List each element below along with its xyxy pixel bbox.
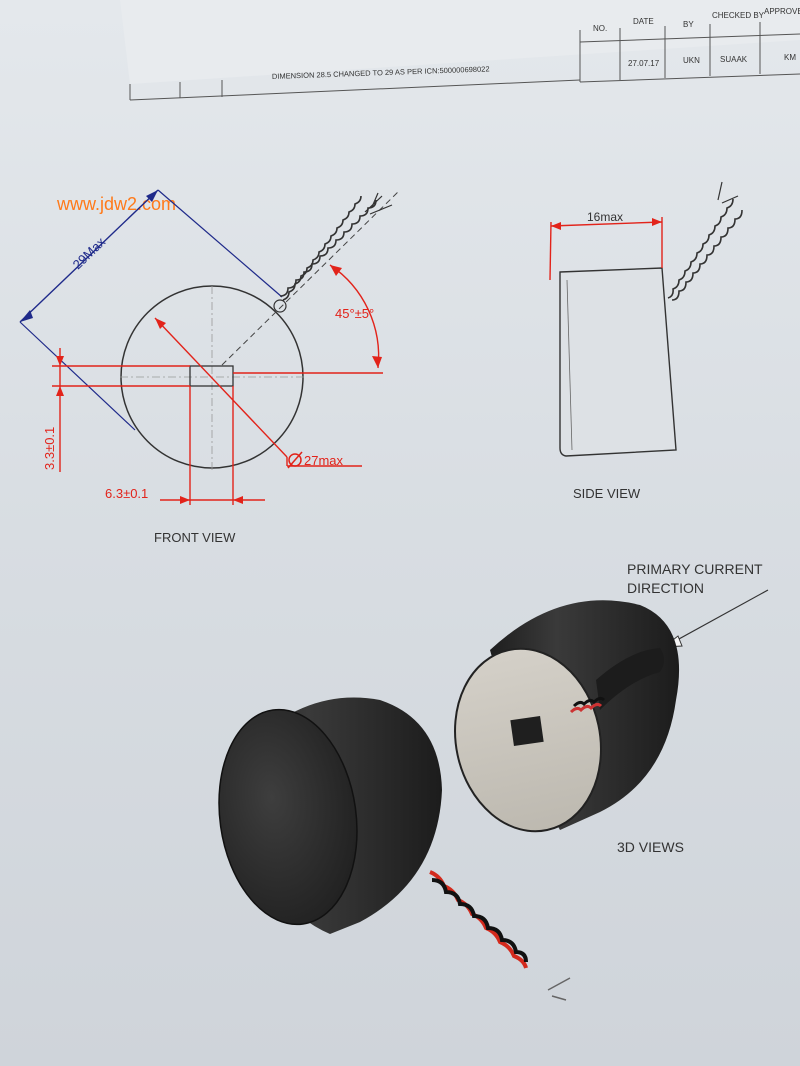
- rev-date: 27.07.17: [628, 59, 660, 68]
- annotation-arrow: [667, 589, 769, 646]
- side-body-outline: [559, 267, 677, 457]
- three-d-views: PRIMARY CURRENT DIRECTION 3D VIEWS: [218, 561, 769, 1001]
- rev-header-approved: APPROVED BY: [764, 7, 800, 16]
- annotation-line-1: PRIMARY CURRENT: [627, 561, 763, 577]
- dim-16max-line: [550, 221, 663, 227]
- rev-header-by: BY: [683, 20, 694, 29]
- rev-header-no: NO.: [593, 24, 607, 33]
- dim-width-label: 6.3±0.1: [105, 486, 148, 501]
- cylinder-left-wire-black: [431, 878, 528, 963]
- side-view-title: SIDE VIEW: [573, 486, 641, 501]
- rev-header-checked: CHECKED BY: [712, 11, 765, 20]
- dim-angle-label: 45°±5°: [335, 306, 374, 321]
- center-slot: [189, 365, 234, 387]
- dim-16max-label: 16max: [587, 210, 623, 224]
- revision-table: NO. DATE BY CHECKED BY APPROVED BY DIMEN…: [120, 0, 800, 101]
- diameter-symbol-icon: [288, 453, 302, 467]
- front-twisted-wire: [273, 192, 393, 313]
- three-d-title: 3D VIEWS: [617, 839, 684, 855]
- dim-height-label: 3.3±0.1: [42, 427, 57, 470]
- rev-approved: KM: [784, 53, 796, 62]
- rev-by: UKN: [683, 56, 700, 65]
- side-twisted-wire: [667, 181, 743, 301]
- side-view: 16max SIDE VIEW: [549, 181, 743, 501]
- watermark-text: www.jdw2.com: [56, 194, 176, 214]
- dim-29max-line: [19, 189, 159, 323]
- cylinder-left: [218, 697, 571, 1001]
- cylinder-left-face: [218, 708, 358, 926]
- dim-diameter-leader: [154, 317, 288, 458]
- annotation-line-2: DIRECTION: [627, 580, 704, 596]
- dim-angle-arc: [329, 264, 380, 369]
- dim-diameter-label: 27max: [304, 453, 344, 468]
- rev-checked: SUAAK: [720, 55, 748, 64]
- wire-axis-dashed: [221, 189, 401, 366]
- cylinder-right: [454, 600, 680, 833]
- rev-header-date: DATE: [633, 17, 654, 26]
- cylinder-right-slot: [510, 716, 544, 746]
- front-view-title: FRONT VIEW: [154, 530, 236, 545]
